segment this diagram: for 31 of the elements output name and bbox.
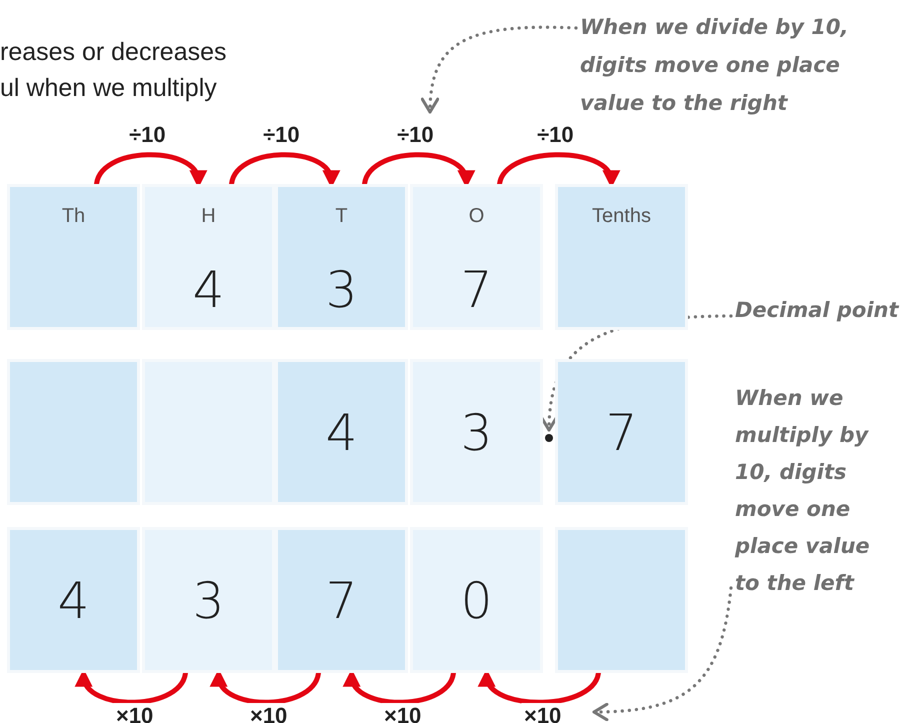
place-value-cell bbox=[10, 530, 137, 670]
digit: 4 bbox=[192, 265, 226, 315]
place-value-cell bbox=[278, 530, 405, 670]
place-value-cell bbox=[10, 187, 137, 327]
digit: 3 bbox=[324, 265, 358, 315]
digit: 4 bbox=[56, 576, 90, 626]
place-value-cell bbox=[558, 187, 685, 327]
leader-line bbox=[592, 586, 733, 721]
digit: 7 bbox=[324, 576, 358, 626]
place-value-cell bbox=[10, 362, 137, 502]
intro-text: reases or decreases ul when we multiply bbox=[0, 37, 228, 104]
annotation-text: When we multiply by 10, digits move one place value to the left bbox=[735, 380, 895, 602]
column-heading: Th bbox=[62, 205, 86, 228]
annotation-text: When we divide by 10, digits move one place value to the right bbox=[580, 8, 910, 122]
digit: 0 bbox=[460, 576, 494, 626]
place-value-cell bbox=[278, 362, 405, 502]
place-value-cell bbox=[278, 187, 405, 327]
digit: 3 bbox=[192, 576, 226, 626]
column-heading: Tenths bbox=[592, 205, 651, 228]
column-heading: H bbox=[201, 205, 216, 228]
annotation-text: Decimal point bbox=[735, 292, 920, 328]
decimal-point bbox=[545, 434, 553, 442]
digit: 7 bbox=[460, 265, 494, 315]
column-heading: O bbox=[468, 205, 484, 228]
place-value-cell bbox=[558, 530, 685, 670]
digit: 3 bbox=[460, 408, 494, 458]
place-value-cell bbox=[558, 362, 685, 502]
digit: 4 bbox=[324, 408, 358, 458]
column-heading: T bbox=[335, 205, 348, 228]
leader-line bbox=[421, 26, 578, 114]
digit: 7 bbox=[604, 408, 638, 458]
